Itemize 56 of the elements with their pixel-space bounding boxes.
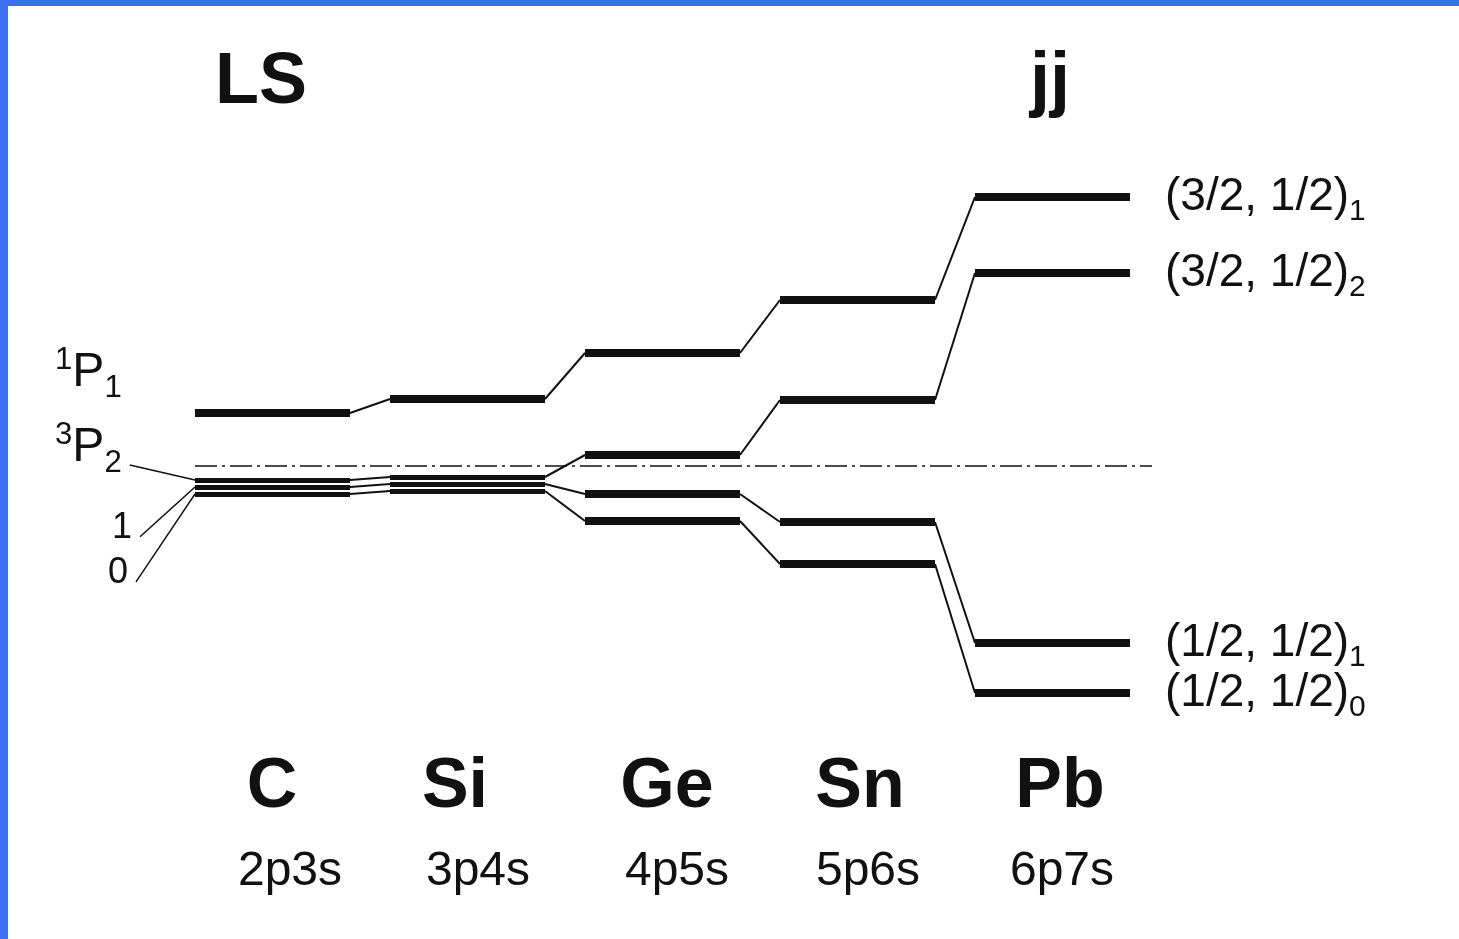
correlation-line <box>544 352 586 400</box>
correlation-line <box>934 563 976 694</box>
leader-line <box>139 486 196 538</box>
energy-level-bar <box>780 560 935 568</box>
element-symbol: Si <box>421 748 489 818</box>
configuration-label: 2p3s <box>237 845 343 893</box>
configuration-label: 6p7s <box>1009 845 1115 893</box>
energy-level-bar <box>390 474 545 480</box>
term-label: $^{1}$P$_{1}$ <box>55 343 122 402</box>
energy-level-bar <box>780 396 935 404</box>
energy-level-bar <box>975 689 1130 697</box>
element-symbol: C <box>246 748 298 818</box>
energy-level-bar <box>195 484 350 490</box>
correlation-line <box>934 272 976 401</box>
energy-level-bar <box>390 488 545 494</box>
energy-level-bar <box>585 490 740 498</box>
energy-level-bar <box>195 409 350 417</box>
leader-line <box>129 464 196 481</box>
correlation-line <box>934 196 976 301</box>
term-label: 1 <box>112 508 133 544</box>
configuration-label: 4p5s <box>624 845 730 893</box>
energy-level-bar <box>975 269 1130 277</box>
element-symbol: Sn <box>815 748 905 818</box>
energy-level-bar <box>195 477 350 483</box>
energy-level-bar <box>390 481 545 487</box>
state-label: (3/2, 1/2)$_{1}$ <box>1165 171 1366 226</box>
correlation-line <box>739 399 781 456</box>
energy-level-bar <box>975 639 1130 647</box>
energy-level-bar <box>780 518 935 526</box>
element-symbol: Ge <box>620 748 714 818</box>
correlation-line <box>349 398 391 414</box>
term-label: 0 <box>108 553 129 589</box>
correlation-line <box>349 483 391 488</box>
configuration-label: 5p6s <box>815 845 921 893</box>
correlation-line <box>544 454 586 478</box>
element-symbol: Pb <box>1015 748 1105 818</box>
correlation-line <box>349 490 391 495</box>
correlation-line <box>739 520 781 565</box>
energy-level-bar <box>195 491 350 497</box>
correlation-line <box>739 299 781 354</box>
leader-line <box>135 493 196 583</box>
energy-level-bar <box>975 193 1130 201</box>
state-label: (3/2, 1/2)$_{2}$ <box>1165 247 1366 302</box>
correlation-line <box>544 490 586 522</box>
correlation-line <box>934 521 976 644</box>
correlation-line <box>349 476 391 481</box>
energy-level-bar <box>585 517 740 525</box>
coupling-label: LS <box>215 42 307 114</box>
correlation-line <box>739 493 781 523</box>
correlation-line <box>544 483 586 495</box>
energy-level-bar <box>585 451 740 459</box>
term-label: $^{3}$P$_{2}$ <box>55 418 122 477</box>
configuration-label: 3p4s <box>425 845 531 893</box>
energy-level-bar <box>780 296 935 304</box>
energy-level-bar <box>585 349 740 357</box>
energy-level-bar <box>390 395 545 403</box>
